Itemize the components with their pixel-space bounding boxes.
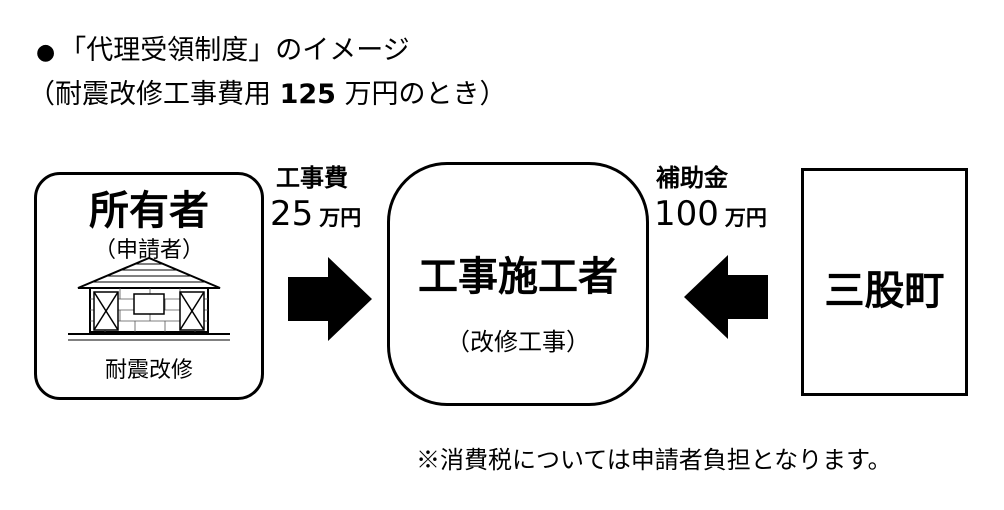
subtitle-prefix: （耐震改修工事費用: [28, 79, 271, 110]
arrow-right-icon: [288, 257, 372, 341]
contractor-box: [387, 162, 649, 406]
town-name: 三股町: [824, 268, 945, 314]
town-box: [801, 168, 968, 396]
subsidy-unit: 万円: [724, 206, 767, 230]
subsidy-value: 100: [654, 194, 719, 234]
owner-caption: 耐震改修: [104, 358, 193, 383]
construction-fee-value: 25: [270, 194, 314, 234]
diagram-title: ●「代理受領制度」のイメージ: [36, 28, 410, 67]
owner-title: 所有者: [89, 188, 209, 234]
tax-footnote: ※消費税については申請者負担となります。: [416, 446, 892, 474]
house-icon: [68, 256, 230, 341]
diagram-subtitle: （耐震改修工事費用 125 万円のとき）: [28, 72, 507, 111]
construction-fee-unit: 万円: [319, 206, 362, 230]
subtitle-amount: 125: [279, 79, 336, 110]
construction-fee-label: 工事費: [276, 164, 348, 192]
bullet-icon: ●: [36, 40, 56, 65]
subsidy-label: 補助金: [656, 164, 728, 192]
subtitle-suffix: 万円のとき）: [344, 79, 507, 110]
title-text: 「代理受領制度」のイメージ: [59, 35, 410, 66]
contractor-subtitle: （改修工事）: [446, 328, 590, 356]
arrow-left-icon: [684, 255, 768, 339]
contractor-title: 工事施工者: [418, 254, 618, 300]
